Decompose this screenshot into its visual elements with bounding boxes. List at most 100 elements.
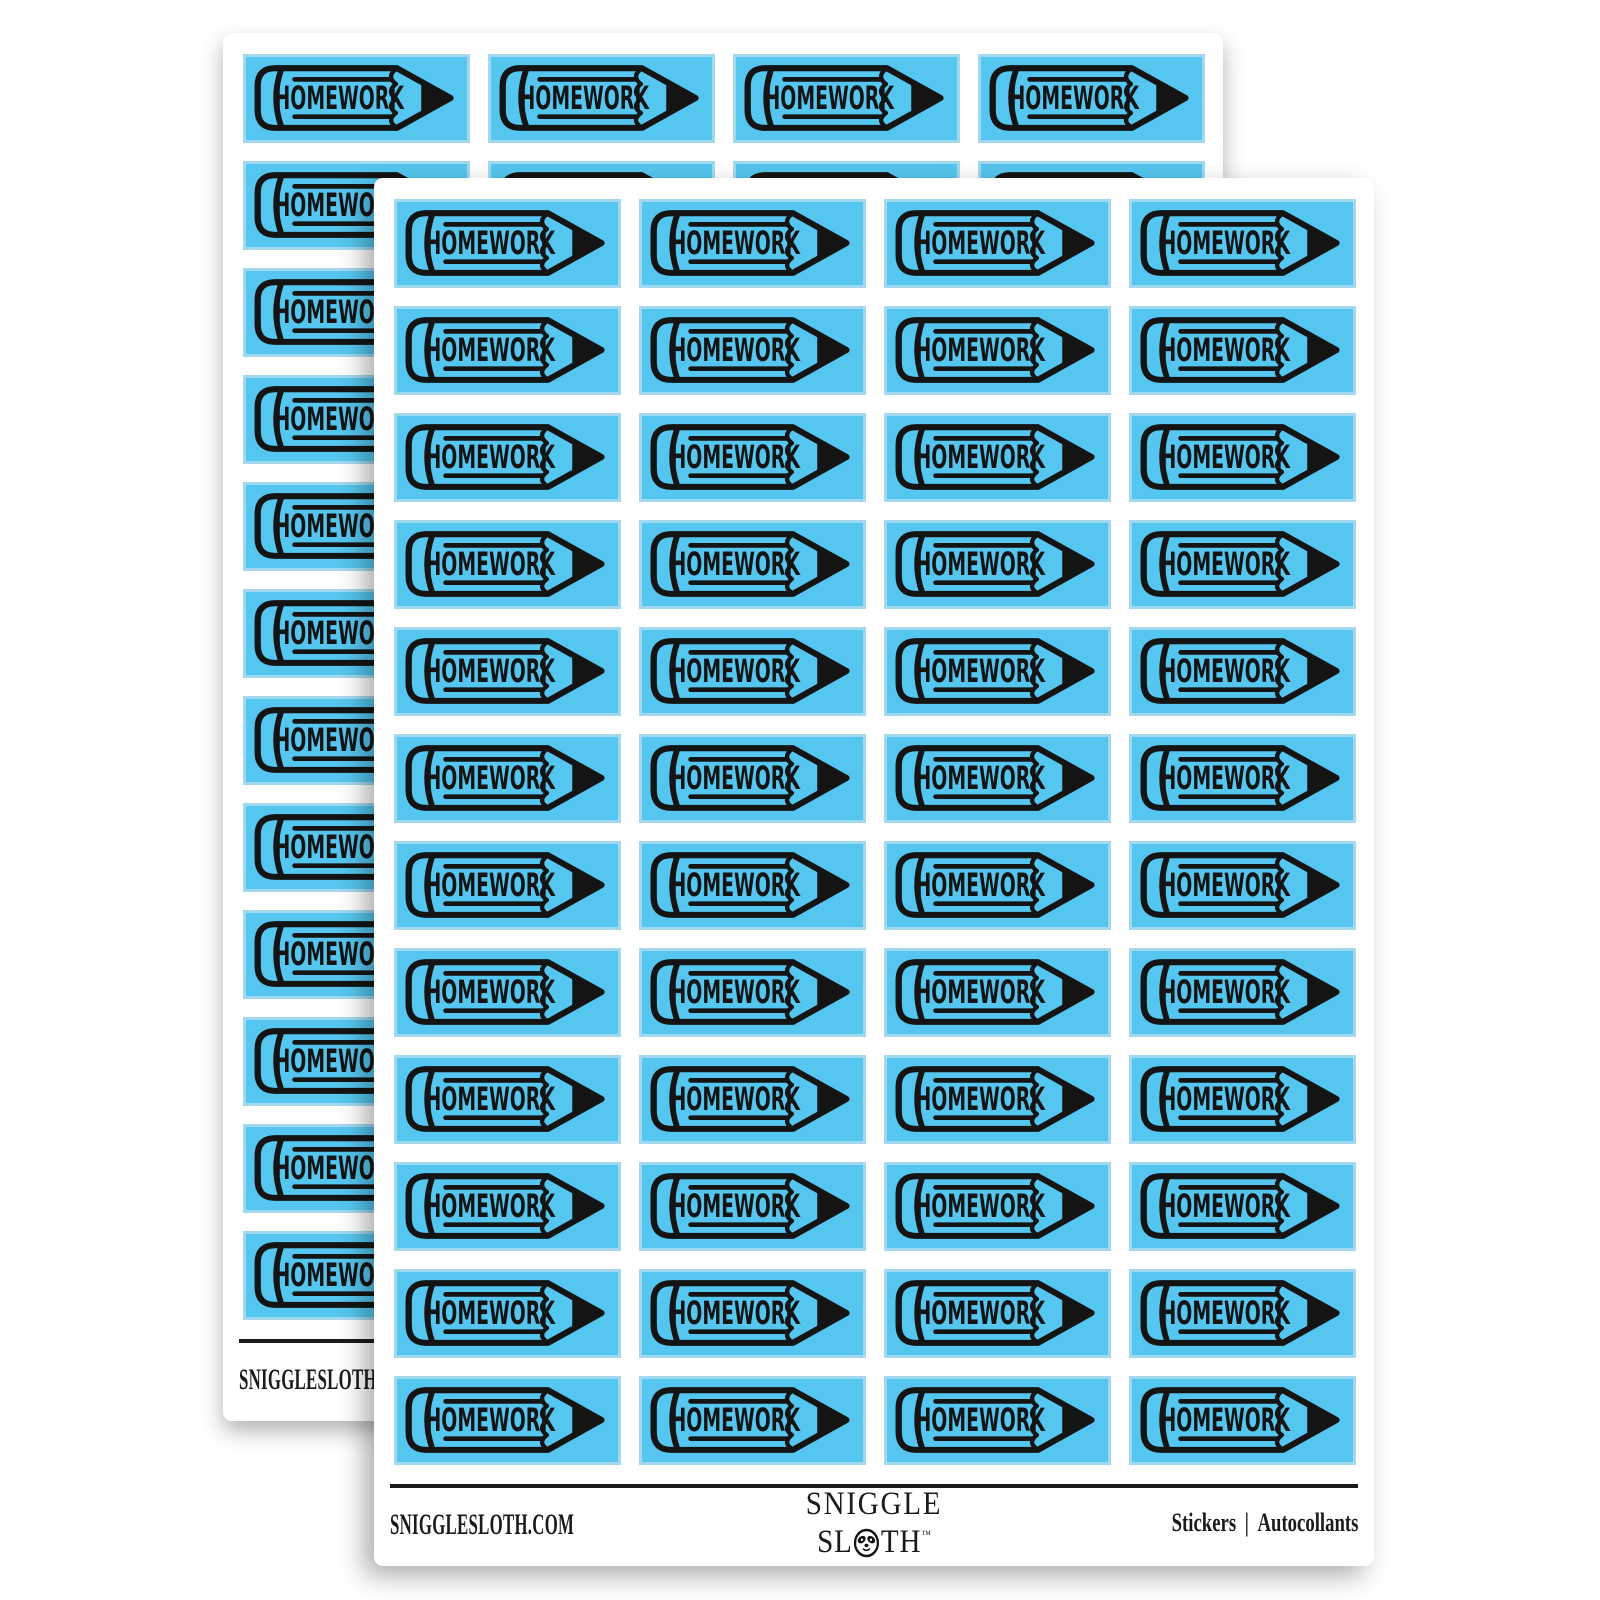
homework-sticker: HOMEWORK <box>639 1376 866 1465</box>
brand-line2-post: TH <box>880 1524 922 1560</box>
sticker-label: HOMEWORK <box>426 547 556 583</box>
sticker-label: HOMEWORK <box>426 440 556 476</box>
pencil-icon: HOMEWORK <box>650 638 850 704</box>
homework-sticker: HOMEWORK <box>394 627 621 716</box>
homework-sticker: HOMEWORK <box>394 1162 621 1251</box>
homework-sticker: HOMEWORK <box>394 306 621 395</box>
sticker-label: HOMEWORK <box>671 547 801 583</box>
homework-sticker: HOMEWORK <box>884 948 1111 1037</box>
sticker-label: HOMEWORK <box>671 226 801 262</box>
sticker-label: HOMEWORK <box>520 81 650 117</box>
homework-sticker: HOMEWORK <box>639 199 866 288</box>
pencil-icon: HOMEWORK <box>405 638 605 704</box>
sticker-label: HOMEWORK <box>1161 440 1291 476</box>
sticker-label: HOMEWORK <box>671 333 801 369</box>
homework-sticker: HOMEWORK <box>884 306 1111 395</box>
brand-line2: SL TH™ <box>806 1520 943 1560</box>
trademark: ™ <box>921 1529 931 1541</box>
homework-sticker: HOMEWORK <box>639 1162 866 1251</box>
homework-sticker: HOMEWORK <box>394 1376 621 1465</box>
sloth-face-icon <box>854 1528 880 1558</box>
pencil-icon: HOMEWORK <box>895 317 1095 383</box>
homework-sticker: HOMEWORK <box>1129 520 1356 609</box>
pencil-icon: HOMEWORK <box>1140 1066 1340 1132</box>
homework-sticker: HOMEWORK <box>639 627 866 716</box>
homework-sticker: HOMEWORK <box>1129 1376 1356 1465</box>
pencil-icon: HOMEWORK <box>254 65 454 131</box>
sticker-label: HOMEWORK <box>1161 1403 1291 1439</box>
sticker-label: HOMEWORK <box>426 1189 556 1225</box>
pencil-icon: HOMEWORK <box>1140 1387 1340 1453</box>
pencil-icon: HOMEWORK <box>895 1066 1095 1132</box>
pencil-icon: HOMEWORK <box>895 424 1095 490</box>
homework-sticker: HOMEWORK <box>1129 1269 1356 1358</box>
pencil-icon: HOMEWORK <box>405 1280 605 1346</box>
homework-sticker: HOMEWORK <box>1129 413 1356 502</box>
sticker-label: HOMEWORK <box>671 975 801 1011</box>
pencil-icon: HOMEWORK <box>1140 210 1340 276</box>
sticker-label: HOMEWORK <box>916 654 1046 690</box>
homework-sticker: HOMEWORK <box>639 520 866 609</box>
homework-sticker: HOMEWORK <box>639 734 866 823</box>
homework-sticker: HOMEWORK <box>884 413 1111 502</box>
homework-sticker: HOMEWORK <box>884 1376 1111 1465</box>
sticker-label: HOMEWORK <box>1161 1189 1291 1225</box>
pencil-icon: HOMEWORK <box>895 638 1095 704</box>
homework-sticker: HOMEWORK <box>394 1055 621 1144</box>
homework-sticker: HOMEWORK <box>394 948 621 1037</box>
pencil-icon: HOMEWORK <box>405 745 605 811</box>
pencil-icon: HOMEWORK <box>405 1387 605 1453</box>
pencil-icon: HOMEWORK <box>650 1280 850 1346</box>
pencil-icon: HOMEWORK <box>1140 1173 1340 1239</box>
sticker-label: HOMEWORK <box>426 761 556 797</box>
homework-sticker: HOMEWORK <box>1129 948 1356 1037</box>
pencil-icon: HOMEWORK <box>1140 317 1340 383</box>
sticker-label: HOMEWORK <box>426 654 556 690</box>
pencil-icon: HOMEWORK <box>650 317 850 383</box>
language-labels: Stickers|Autocollants <box>1171 1508 1358 1538</box>
pencil-icon: HOMEWORK <box>405 531 605 597</box>
sticker-label: HOMEWORK <box>426 1403 556 1439</box>
homework-sticker: HOMEWORK <box>394 199 621 288</box>
pencil-icon: HOMEWORK <box>650 424 850 490</box>
homework-sticker: HOMEWORK <box>639 948 866 1037</box>
label-separator: | <box>1244 1508 1249 1537</box>
homework-sticker: HOMEWORK <box>884 627 1111 716</box>
sticker-label: HOMEWORK <box>426 868 556 904</box>
sticker-label: HOMEWORK <box>671 1082 801 1118</box>
pencil-icon: HOMEWORK <box>1140 531 1340 597</box>
homework-sticker: HOMEWORK <box>1129 1162 1356 1251</box>
pencil-icon: HOMEWORK <box>499 65 699 131</box>
homework-sticker: HOMEWORK <box>884 734 1111 823</box>
pencil-icon: HOMEWORK <box>405 210 605 276</box>
homework-sticker: HOMEWORK <box>639 306 866 395</box>
homework-sticker: HOMEWORK <box>884 1055 1111 1144</box>
homework-sticker: HOMEWORK <box>639 1269 866 1358</box>
sticker-label: HOMEWORK <box>1161 868 1291 904</box>
homework-sticker: HOMEWORK <box>243 54 470 143</box>
sticker-label: HOMEWORK <box>916 547 1046 583</box>
pencil-icon: HOMEWORK <box>405 959 605 1025</box>
sticker-label: HOMEWORK <box>916 440 1046 476</box>
sheet-footer: SNIGGLESLOTH.COM SNIGGLE SL TH™ Stickers… <box>390 1484 1358 1560</box>
sticker-label: HOMEWORK <box>1010 81 1140 117</box>
pencil-icon: HOMEWORK <box>650 745 850 811</box>
pencil-icon: HOMEWORK <box>1140 959 1340 1025</box>
sticker-label: HOMEWORK <box>1161 333 1291 369</box>
homework-sticker: HOMEWORK <box>1129 627 1356 716</box>
sticker-label: HOMEWORK <box>671 868 801 904</box>
pencil-icon: HOMEWORK <box>989 65 1189 131</box>
pencil-icon: HOMEWORK <box>895 745 1095 811</box>
sticker-label: HOMEWORK <box>671 440 801 476</box>
pencil-icon: HOMEWORK <box>650 959 850 1025</box>
sticker-label: HOMEWORK <box>1161 547 1291 583</box>
sticker-label: HOMEWORK <box>916 1189 1046 1225</box>
sticker-label: HOMEWORK <box>426 333 556 369</box>
sticker-label: HOMEWORK <box>1161 761 1291 797</box>
pencil-icon: HOMEWORK <box>1140 424 1340 490</box>
homework-sticker: HOMEWORK <box>1129 199 1356 288</box>
pencil-icon: HOMEWORK <box>1140 638 1340 704</box>
pencil-icon: HOMEWORK <box>895 852 1095 918</box>
sticker-label: HOMEWORK <box>916 868 1046 904</box>
homework-sticker: HOMEWORK <box>1129 734 1356 823</box>
